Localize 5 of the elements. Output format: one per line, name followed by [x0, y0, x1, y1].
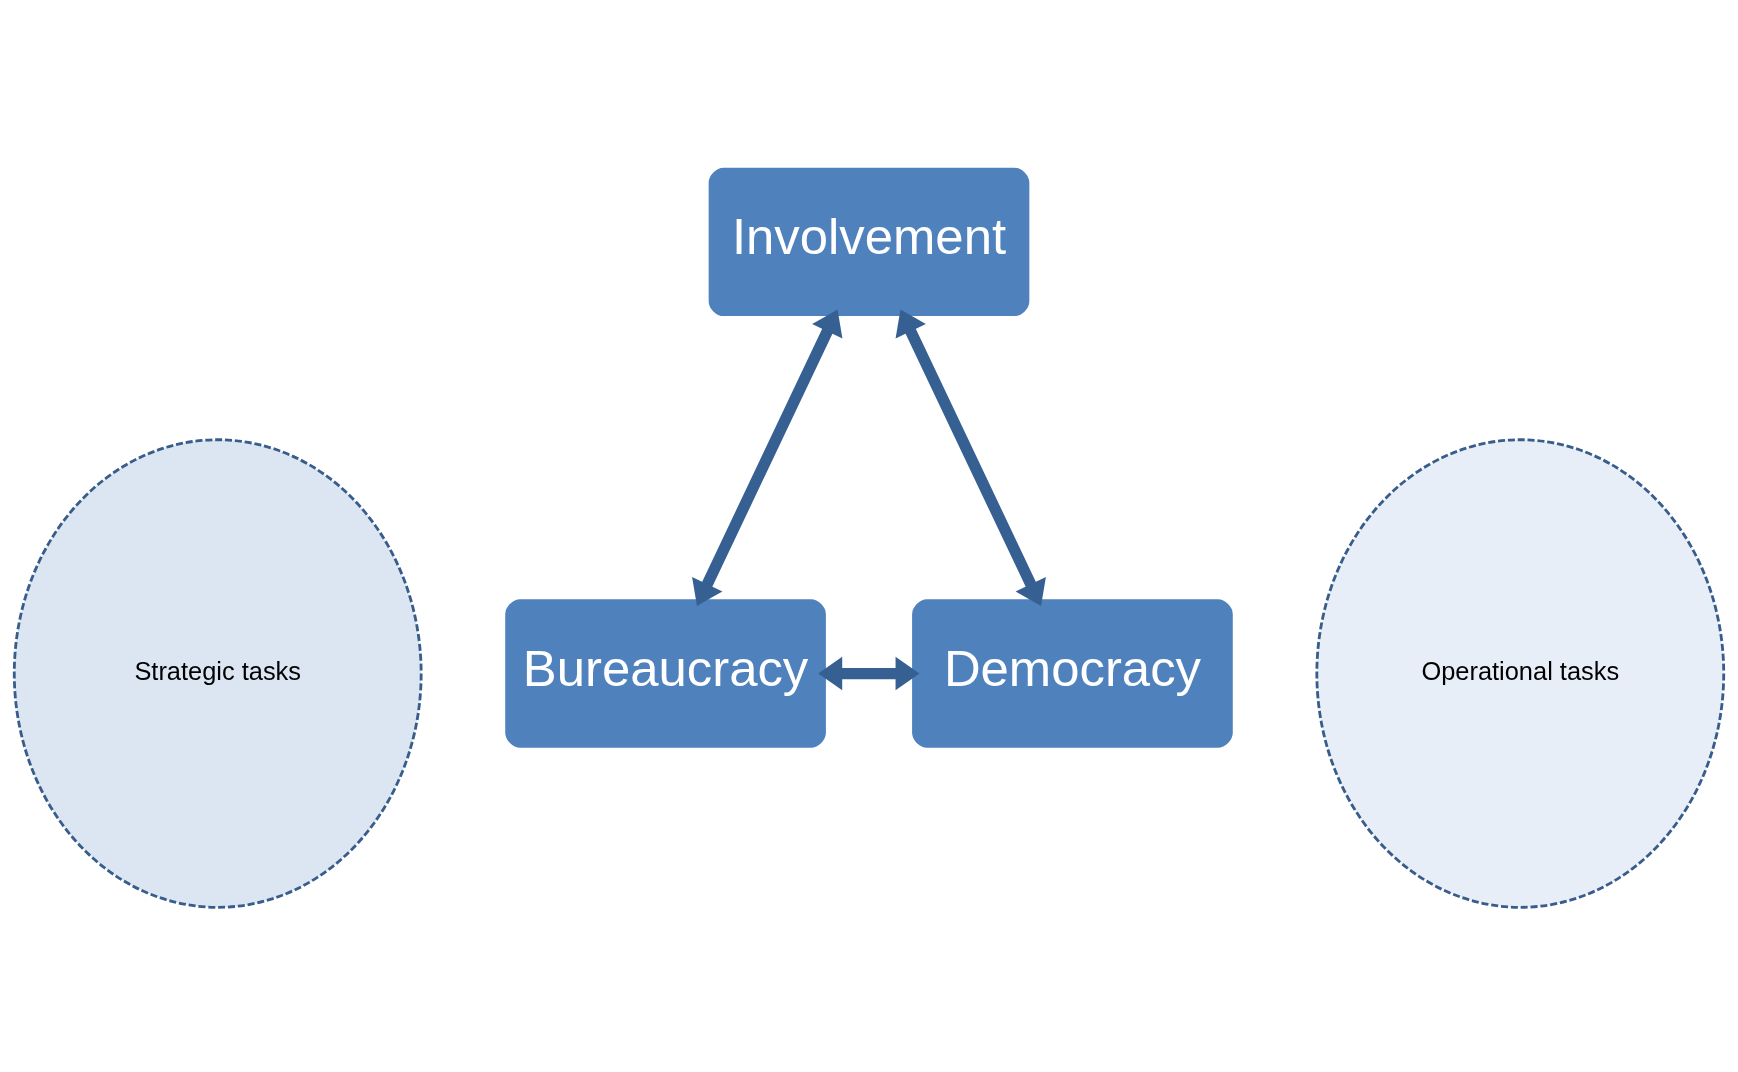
- node-ellipse: Strategic tasks: [12, 437, 423, 909]
- arrow: [895, 309, 1046, 606]
- node-ellipse: Operational tasks: [1315, 437, 1726, 909]
- arrow: [692, 309, 843, 606]
- arrow: [818, 656, 920, 690]
